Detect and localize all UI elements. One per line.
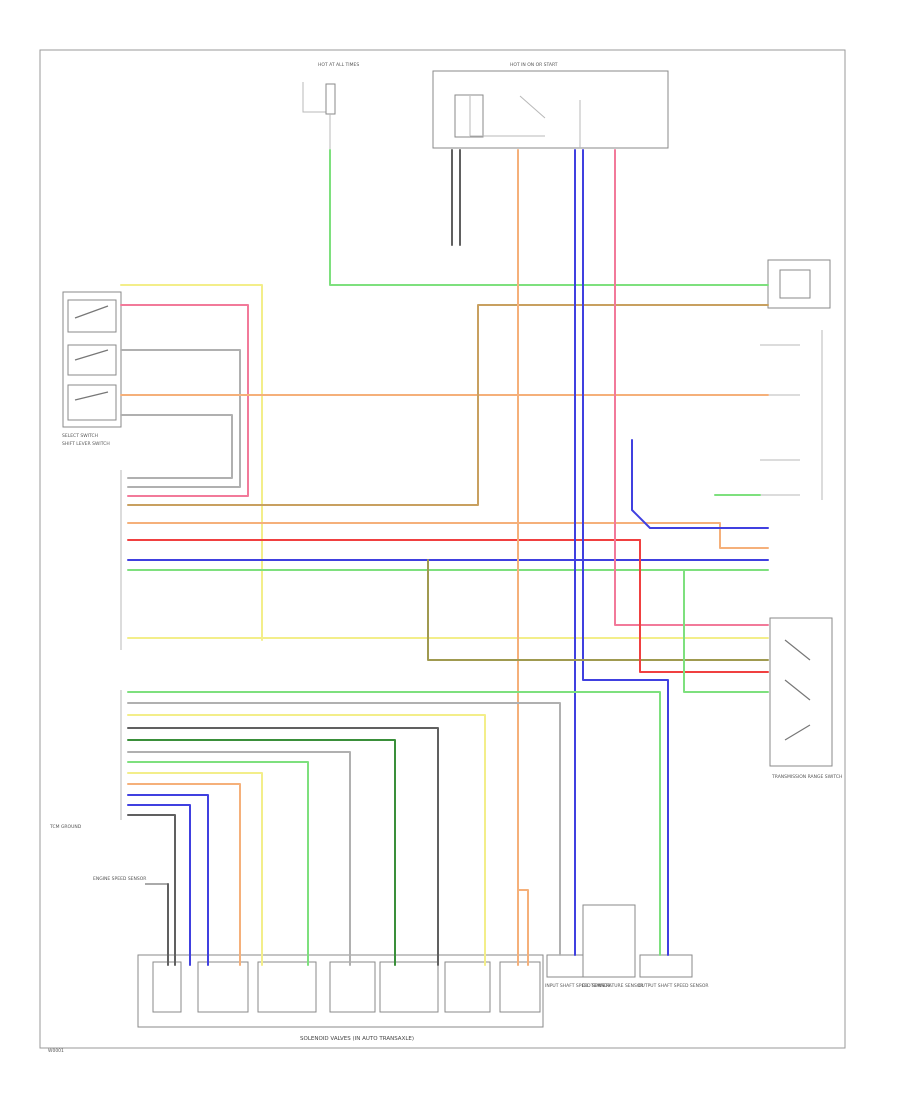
wire-dark-low-2 — [127, 814, 176, 966]
wire-blue-low-2 — [127, 804, 191, 966]
mid-sensor: OIL TEMPERATURE SENSOR — [582, 904, 644, 989]
wire-green-low-1 — [127, 691, 661, 956]
range-switch-label: TRANSMISSION RANGE SWITCH — [771, 774, 842, 780]
range-switch-outline — [769, 617, 833, 767]
wire-orange-mid-sensor — [517, 889, 529, 966]
engine-sensor-label: ENGINE SPEED SENSOR — [93, 876, 146, 882]
wire-gray-mid — [120, 349, 241, 488]
wire-olive — [427, 559, 769, 661]
footer-code: W0001 — [48, 1048, 64, 1054]
fuse-label: HOT AT ALL TIMES — [318, 62, 359, 68]
select-switch-block: SELECT SWITCH SHIFT LEVER SWITCH — [62, 291, 122, 447]
wire-orange-low — [127, 783, 241, 966]
wire-gray-low-2 — [127, 751, 351, 966]
range-switch-block: TRANSMISSION RANGE SWITCH — [769, 617, 842, 780]
wire-dark-low-1 — [127, 727, 439, 966]
right-upper-sensor — [767, 259, 831, 309]
wire-yellow-low-1 — [127, 714, 486, 966]
wire-yellow-top — [120, 284, 263, 641]
wire-blue-right — [631, 439, 769, 529]
wire-orange-2 — [127, 522, 769, 549]
wire-pink-vertical — [614, 149, 769, 626]
wire-tan — [127, 304, 769, 506]
wire-red-range — [639, 539, 769, 673]
solenoid-valve-block: SOLENOID VALVES (IN AUTO TRANSAXLE) — [137, 954, 544, 1042]
tcm-ground: TCM GROUND — [49, 824, 82, 830]
wire-dgreen-low — [127, 739, 396, 966]
relay-box: HOT IN ON OR START — [432, 62, 669, 149]
mid-sensor-label: OIL TEMPERATURE SENSOR — [582, 983, 644, 989]
engine-sensor: ENGINE SPEED SENSOR — [93, 876, 168, 885]
wire-gray-low-1 — [127, 702, 561, 956]
tcm-ground-label: TCM GROUND — [49, 824, 82, 830]
solenoid-valve-label: SOLENOID VALVES (IN AUTO TRANSAXLE) — [300, 1036, 414, 1042]
right-sensor-label: OUTPUT SHAFT SPEED SENSOR — [638, 983, 709, 989]
wire-blue-vertical-2 — [582, 149, 669, 956]
wire-gray-low — [120, 414, 233, 479]
relay-box-label: HOT IN ON OR START — [510, 62, 558, 68]
right-switch-block — [760, 330, 823, 500]
wire-pink-top — [120, 304, 249, 497]
wire-blue-low-1 — [127, 794, 209, 966]
right-speed-sensor: OUTPUT SHAFT SPEED SENSOR — [638, 954, 709, 989]
wire-green-range — [683, 569, 769, 693]
wire-green-low-2 — [127, 761, 309, 966]
shift-lever-label: SHIFT LEVER SWITCH — [62, 441, 110, 447]
left-sensor-label: INPUT SHAFT SPEED SENSOR — [545, 983, 611, 989]
diagram-border — [39, 49, 846, 1049]
select-switch-label: SELECT SWITCH — [62, 433, 98, 439]
wire-yellow-low-2 — [127, 772, 263, 966]
wire-green-fuse — [329, 149, 769, 286]
top-left-fuse: HOT AT ALL TIMES — [302, 62, 359, 150]
